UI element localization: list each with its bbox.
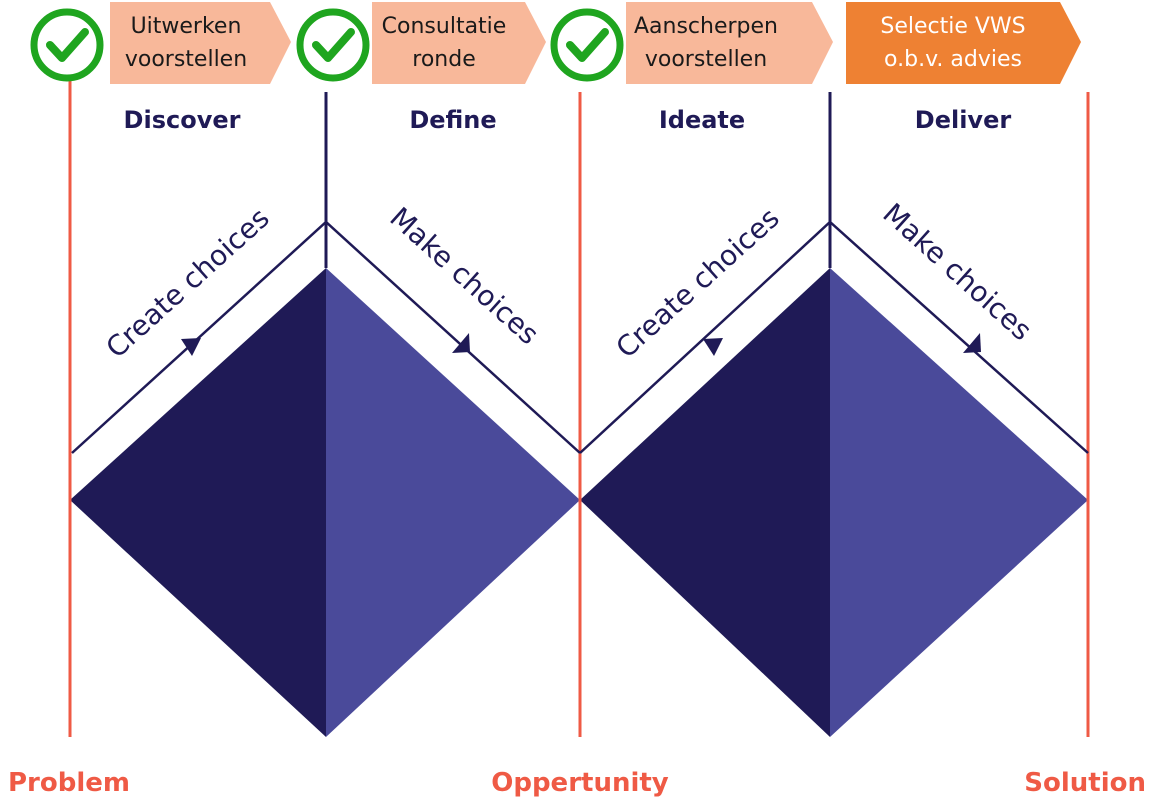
- phase-headings: Discover Define Ideate Deliver: [124, 106, 1012, 134]
- label-opportunity: Oppertunity: [491, 768, 669, 798]
- check-circle-icon: [296, 8, 370, 82]
- arrow-lines: [71, 220, 1089, 454]
- second-chevron-line: [579, 220, 1089, 454]
- step-chevron: [372, 2, 546, 84]
- deliver-half: [830, 268, 1088, 737]
- bottom-labels: Problem Oppertunity Solution: [8, 768, 1146, 798]
- step-label-line2: voorstellen: [125, 47, 247, 72]
- first-diamond: [70, 268, 580, 737]
- make-choices-label-2: Make choices: [876, 197, 1038, 347]
- process-step-1: Uitwerken voorstellen: [110, 2, 291, 84]
- phase-dividers: [324, 92, 832, 268]
- step-label-line2: voorstellen: [645, 47, 767, 72]
- check-circle-icon: [30, 8, 104, 82]
- ideate-half: [580, 268, 830, 737]
- phase-define: Define: [409, 106, 496, 134]
- phase-discover: Discover: [124, 106, 241, 134]
- phase-deliver: Deliver: [915, 106, 1012, 134]
- check-circle-icon: [550, 8, 624, 82]
- arrow-head-icon: [703, 338, 723, 356]
- check-icons: [30, 8, 624, 82]
- discover-half: [70, 268, 326, 737]
- step-label-line1: Uitwerken: [131, 14, 242, 39]
- step-chevron: [846, 2, 1081, 84]
- step-chevron: [110, 2, 291, 84]
- process-steps: Uitwerken voorstellen Consultatie ronde …: [110, 2, 1081, 84]
- boundary-lines: [68, 68, 1090, 737]
- define-half: [326, 268, 580, 737]
- first-chevron-line: [71, 220, 581, 454]
- make-choices-label-1: Make choices: [383, 201, 545, 351]
- process-step-2: Consultatie ronde: [372, 2, 546, 84]
- phase-ideate: Ideate: [659, 106, 745, 134]
- arrow-head-icon: [963, 333, 981, 353]
- step-label-line2: ronde: [412, 47, 475, 72]
- process-step-3: Aanscherpen voorstellen: [626, 2, 833, 84]
- step-chevron: [626, 2, 833, 84]
- label-solution: Solution: [1024, 768, 1146, 798]
- process-step-4: Selectie VWS o.b.v. advies: [846, 2, 1081, 84]
- arrow-head-icon: [452, 333, 470, 353]
- second-diamond: [580, 268, 1088, 737]
- step-label-line1: Selectie VWS: [880, 14, 1025, 39]
- step-label-line2: o.b.v. advies: [884, 47, 1022, 72]
- step-label-line1: Consultatie: [382, 14, 507, 39]
- label-problem: Problem: [8, 768, 130, 798]
- step-label-line1: Aanscherpen: [634, 14, 778, 39]
- arrow-head-icon: [181, 338, 201, 356]
